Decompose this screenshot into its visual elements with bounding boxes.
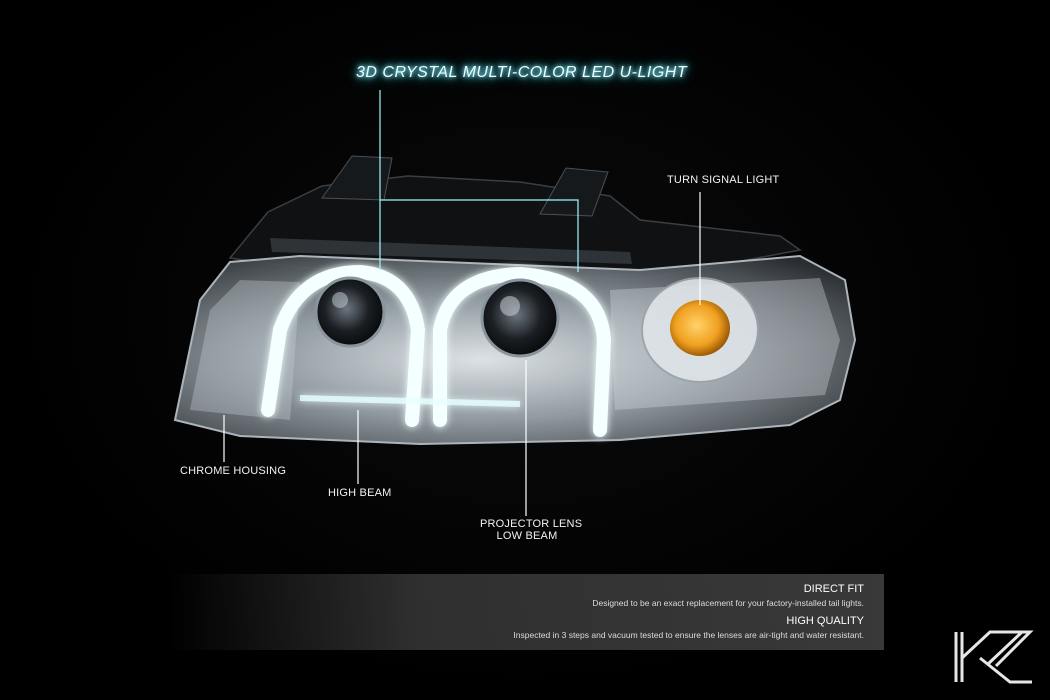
callout-high-beam: HIGH BEAM: [328, 487, 392, 499]
features-panel: DIRECT FIT Designed to be an exact repla…: [168, 574, 884, 650]
projector-lens-shapes: [314, 276, 560, 358]
callout-chrome-housing: CHROME HOUSING: [180, 465, 287, 477]
leader-lines: [223, 90, 701, 516]
callout-turn-signal: TURN SIGNAL LIGHT: [667, 174, 780, 186]
feature-desc-high-quality: Inspected in 3 steps and vacuum tested t…: [513, 630, 864, 640]
led-u-light: [261, 264, 612, 437]
headline: 3D CRYSTAL MULTI-COLOR LED U-LIGHT: [356, 64, 688, 81]
headline-leader-right: [380, 199, 579, 272]
callout-projector-lens: PROJECTOR LENS LOW BEAM: [480, 518, 583, 542]
callout-projector-line1: PROJECTOR LENS: [480, 518, 583, 530]
kz-logo-icon: [954, 630, 1034, 684]
callout-projector-line2: LOW BEAM: [496, 530, 558, 542]
feature-title-high-quality: HIGH QUALITY: [786, 615, 864, 627]
feature-desc-direct-fit: Designed to be an exact replacement for …: [592, 598, 864, 608]
feature-title-direct-fit: DIRECT FIT: [803, 583, 864, 595]
